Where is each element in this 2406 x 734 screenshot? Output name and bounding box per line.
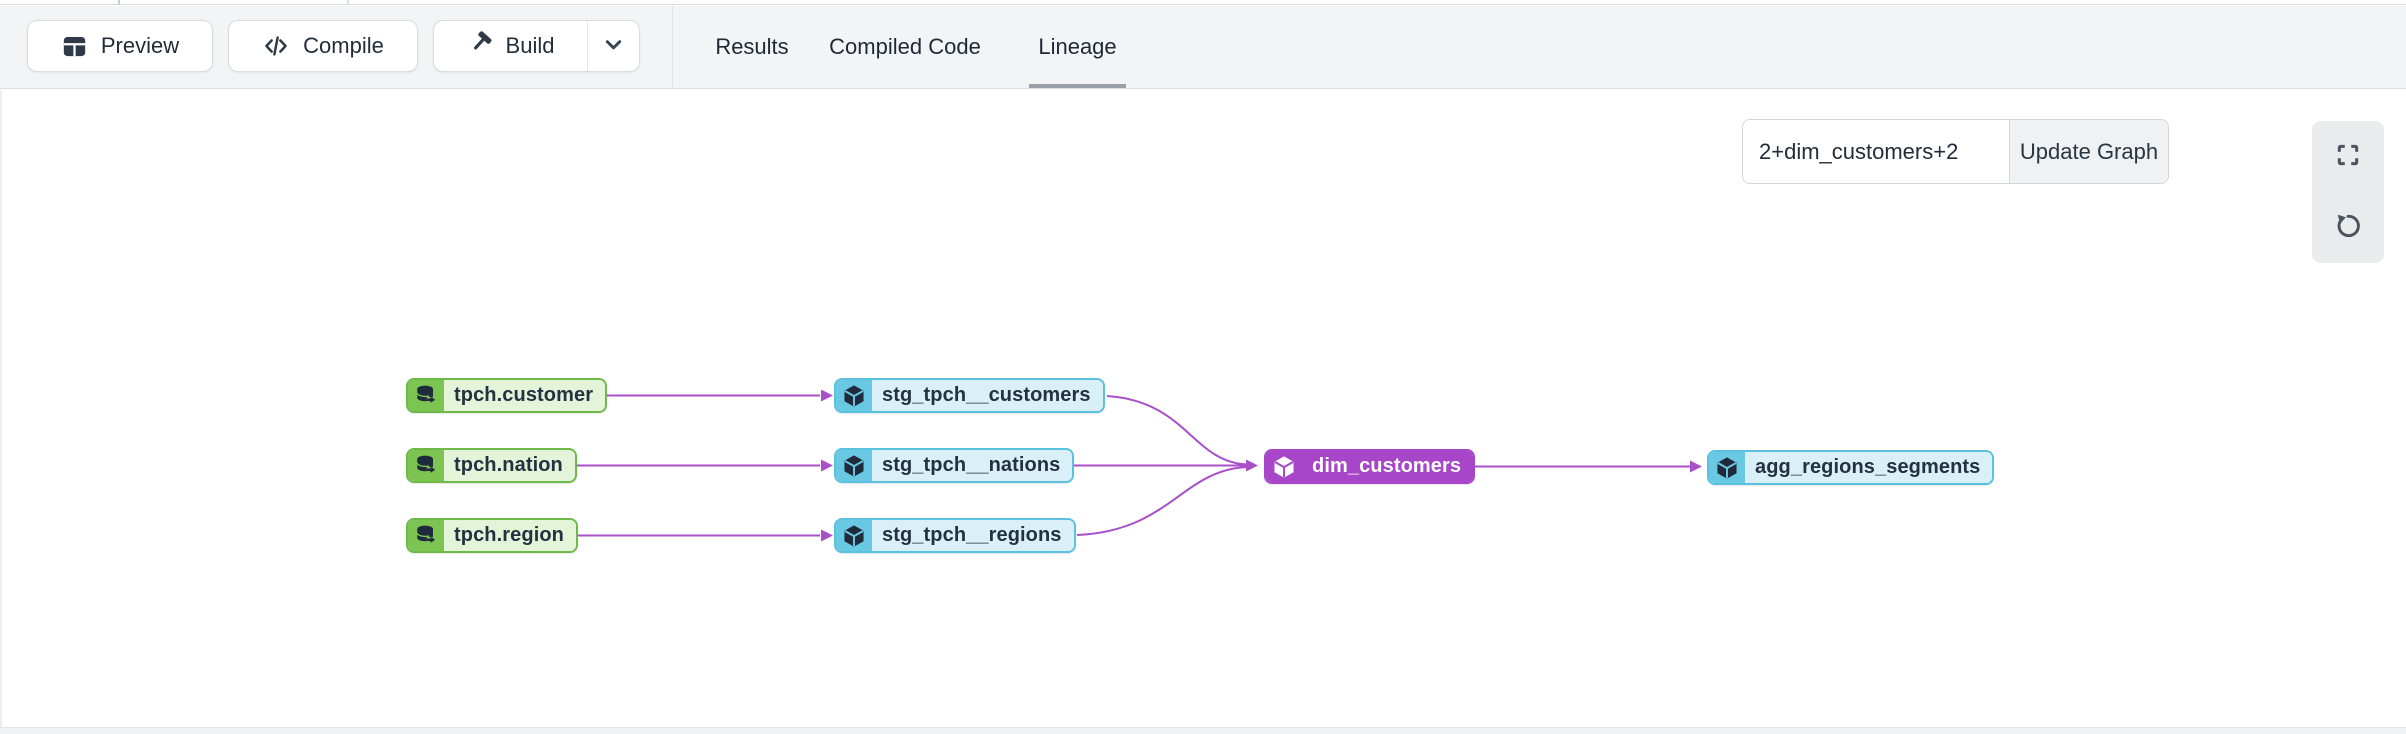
cube-icon — [836, 380, 872, 411]
rotate-ccw-icon — [2334, 212, 2362, 243]
database-icon — [408, 380, 444, 411]
node-label: stg_tpch__nations — [872, 450, 1073, 481]
panel-bottom-edge — [0, 727, 2406, 734]
lineage-edge — [1076, 466, 1248, 536]
lineage-node-tpch-nation[interactable]: tpch.nation — [406, 448, 577, 483]
tab-lineage[interactable]: Lineage — [1015, 6, 1140, 88]
tab-compiled-code[interactable]: Compiled Code — [828, 6, 982, 88]
code-slash-icon — [262, 32, 290, 60]
edge-arrowhead — [1246, 459, 1258, 472]
fullscreen-button[interactable] — [2312, 121, 2384, 192]
editor-toolbar: Preview Compile Build Results — [0, 6, 2406, 89]
cube-icon — [836, 450, 872, 481]
hammer-icon — [467, 30, 493, 62]
lineage-node-agg-regions-segments[interactable]: agg_regions_segments — [1707, 450, 1995, 485]
cube-icon — [1709, 452, 1745, 483]
preview-button-label: Preview — [100, 33, 180, 58]
lineage-canvas[interactable]: tpch.customer tpch.nation tpch.region st… — [0, 90, 2406, 727]
file-tab-divider — [347, 0, 349, 5]
model-selector-group: Update Graph — [1742, 119, 2169, 184]
node-label: tpch.region — [444, 520, 576, 551]
edge-arrowhead — [821, 459, 833, 472]
lineage-edge — [1106, 395, 1248, 466]
database-icon — [408, 450, 444, 481]
compile-button-label: Compile — [303, 33, 384, 58]
tab-results[interactable]: Results — [700, 6, 804, 88]
expand-icon — [2335, 142, 2361, 171]
lineage-node-tpch-region[interactable]: tpch.region — [406, 518, 578, 553]
lineage-node-tpch-customer[interactable]: tpch.customer — [406, 378, 608, 413]
graph-controls-panel — [2312, 121, 2384, 263]
tab-results-label: Results — [715, 34, 789, 59]
build-button[interactable]: Build — [434, 21, 587, 71]
lineage-node-stg-tpch-nations[interactable]: stg_tpch__nations — [834, 448, 1075, 483]
compile-button[interactable]: Compile — [228, 20, 418, 72]
edge-arrowhead — [821, 389, 833, 402]
build-split-button: Build — [433, 20, 640, 72]
table-grid-icon — [61, 33, 88, 60]
tab-compiled-code-label: Compiled Code — [829, 34, 981, 59]
file-tabbar-edge — [0, 0, 2406, 5]
chevron-down-icon — [600, 31, 627, 61]
reset-view-button[interactable] — [2312, 192, 2384, 263]
active-tab-underline — [1029, 84, 1126, 88]
build-button-label: Build — [505, 33, 555, 58]
edge-arrowhead — [1690, 460, 1702, 473]
cube-icon — [836, 520, 872, 551]
edge-arrowhead — [821, 529, 833, 542]
lineage-node-stg-tpch-customers[interactable]: stg_tpch__customers — [834, 378, 1105, 413]
tab-lineage-label: Lineage — [1038, 34, 1117, 59]
model-selector-input[interactable] — [1743, 120, 2009, 183]
update-graph-button[interactable]: Update Graph — [2009, 120, 2168, 183]
lineage-node-dim-customers[interactable]: dim_customers — [1264, 449, 1476, 484]
node-label: tpch.customer — [444, 380, 606, 411]
node-label: stg_tpch__customers — [872, 380, 1103, 411]
node-label: agg_regions_segments — [1745, 452, 1993, 483]
node-label: stg_tpch__regions — [872, 520, 1074, 551]
lineage-edges — [562, 389, 1702, 542]
preview-button[interactable]: Preview — [27, 20, 213, 72]
toolbar-divider — [672, 6, 673, 88]
node-label: tpch.nation — [444, 450, 575, 481]
file-tab-divider — [118, 0, 120, 5]
build-options-button[interactable] — [587, 21, 639, 71]
node-label: dim_customers — [1302, 451, 1474, 482]
database-icon — [408, 520, 444, 551]
lineage-node-stg-tpch-regions[interactable]: stg_tpch__regions — [834, 518, 1076, 553]
cube-icon — [1266, 451, 1302, 482]
